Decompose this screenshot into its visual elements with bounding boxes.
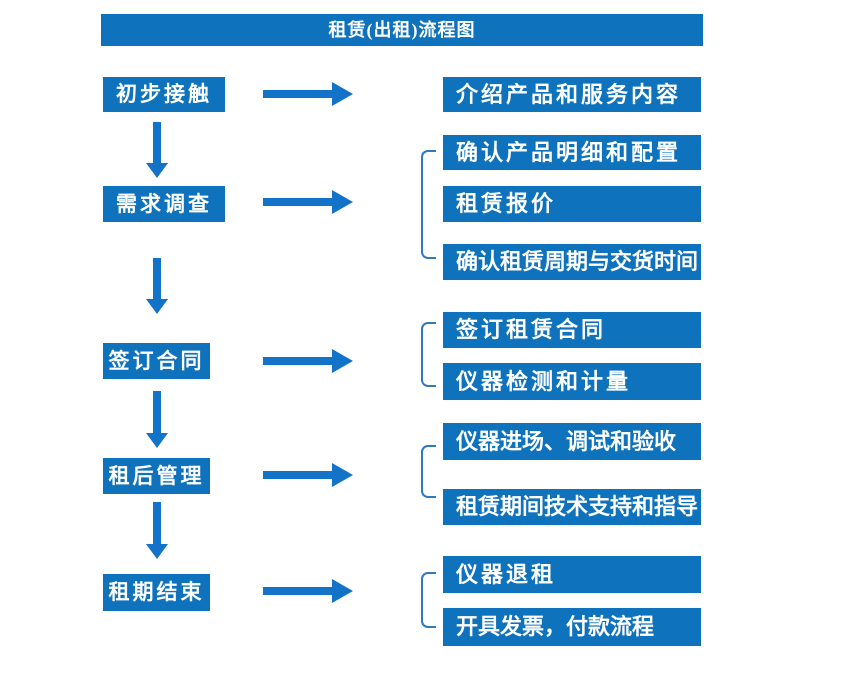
arrow-head [332,579,353,603]
arrow-shaft [263,357,333,365]
arrow-down-icon-4 [146,502,168,559]
output-box-invoice-payment: 开具发票，付款流程 [443,608,701,646]
arrow-down-icon-3 [146,391,168,448]
bracket-group-post-rental [421,445,436,498]
arrow-shaft [153,258,161,299]
output-box-confirm-product-details: 确认产品明细和配置 [443,135,701,170]
arrow-shaft [263,198,333,206]
arrow-head [146,433,168,448]
output-box-instrument-return: 仪器退租 [443,556,701,593]
arrow-right-icon-1 [263,82,353,106]
output-box-sign-rental-contract: 签订租赁合同 [443,312,701,348]
arrow-shaft [153,391,161,433]
arrow-shaft [263,90,333,98]
stage-box-initial-contact: 初步接触 [103,77,225,112]
arrow-shaft [263,587,333,595]
stage-box-post-rental-management: 租后管理 [103,458,210,494]
output-box-tech-support-guidance: 租赁期间技术支持和指导 [443,489,701,525]
arrow-shaft [153,122,161,163]
bracket-group-sign-contract [421,322,436,387]
output-box-confirm-period-delivery: 确认租赁周期与交货时间 [443,244,701,280]
arrow-head [332,463,353,487]
arrow-head [332,82,353,106]
stage-box-sign-contract: 签订合同 [103,343,210,379]
stage-box-demand-survey: 需求调查 [103,186,225,222]
stage-box-rental-end: 租期结束 [103,574,210,611]
arrow-right-icon-3 [263,349,353,373]
output-box-instrument-test-metering: 仪器检测和计量 [443,363,701,400]
arrow-shaft [263,471,333,479]
arrow-right-icon-2 [263,190,353,214]
bracket-group-demand-survey [421,150,436,259]
arrow-shaft [153,502,161,544]
arrow-down-icon-2 [146,258,168,314]
output-box-intro-products-services: 介绍产品和服务内容 [443,77,701,112]
arrow-right-icon-5 [263,579,353,603]
arrow-head [146,544,168,559]
arrow-head [332,349,353,373]
arrow-head [146,299,168,314]
output-box-instrument-install-acceptance: 仪器进场、调试和验收 [443,423,701,460]
output-box-rental-quote: 租赁报价 [443,186,701,222]
arrow-right-icon-4 [263,463,353,487]
arrow-head [146,163,168,178]
flowchart-title: 租赁(出租)流程图 [101,14,703,46]
bracket-group-rental-end [421,572,436,628]
arrow-head [332,190,353,214]
arrow-down-icon-1 [146,122,168,178]
